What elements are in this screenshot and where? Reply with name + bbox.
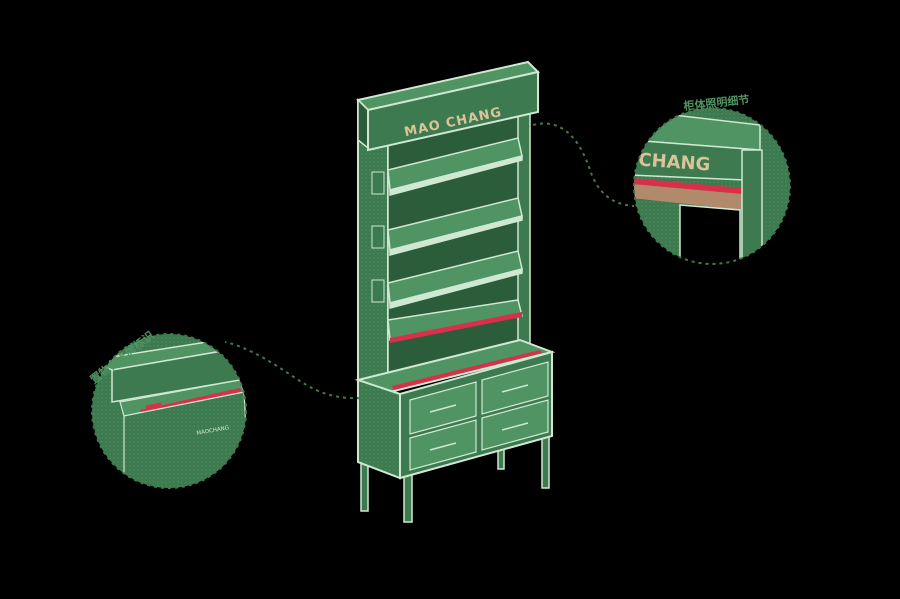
connector-left xyxy=(224,341,361,400)
cabinet-drawers xyxy=(409,361,549,471)
connector-right xyxy=(519,122,635,207)
cabinet-crown-face xyxy=(367,70,539,152)
shelf-brackets xyxy=(371,171,385,303)
display-cabinet-icon: MAO CHANG xyxy=(354,60,556,523)
counter-red-strip xyxy=(392,350,542,390)
cabinet-shelves xyxy=(387,137,523,343)
cabinet-lower-side xyxy=(357,378,401,480)
detail-drawer-label: MAOCHANG xyxy=(196,425,229,437)
callout-light-detail: 柜体照明细节 xyxy=(682,92,750,113)
shelf-red-strip xyxy=(390,312,522,343)
detail-sign-text: CHANG xyxy=(638,150,711,176)
detail-circle-light: CHANG xyxy=(633,107,791,265)
